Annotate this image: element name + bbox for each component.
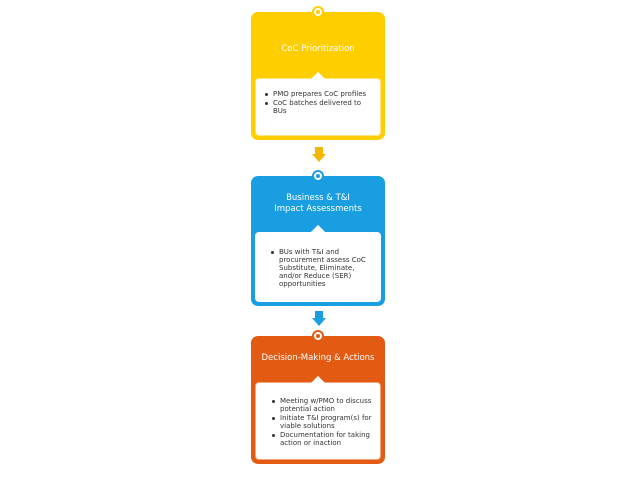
connector-dot-icon	[316, 10, 320, 14]
step-details: PMO prepares CoC profiles CoC batches de…	[255, 71, 381, 136]
connector-circle-icon	[312, 170, 324, 182]
step-title: CoC Prioritization	[281, 43, 355, 54]
bullet-list: PMO prepares CoC profiles CoC batches de…	[263, 90, 374, 115]
bullet-item: PMO prepares CoC profiles	[263, 90, 374, 98]
step-card-coc-prioritization: CoC Prioritization PMO prepares CoC prof…	[251, 6, 385, 140]
bullet-item: Meeting w/PMO to discuss potential actio…	[270, 397, 374, 413]
step-title: Decision-Making & Actions	[261, 352, 375, 363]
bullet-list: Meeting w/PMO to discuss potential actio…	[270, 397, 374, 447]
bullet-list: BUs with T&I and procurement assess CoC …	[269, 248, 375, 288]
down-arrow-icon	[312, 147, 326, 162]
step-card-decision-making: Decision-Making & Actions Meeting w/PMO …	[251, 330, 385, 464]
connector-circle-icon	[312, 330, 324, 342]
bullet-item: Initiate T&I program(s) for viable solut…	[270, 414, 374, 430]
bullet-item: CoC batches delivered to BUs	[263, 99, 374, 115]
step-card-impact-assessments: Business & T&I Impact Assessments BUs wi…	[251, 170, 385, 306]
step-details: Meeting w/PMO to discuss potential actio…	[255, 375, 381, 460]
bullet-item: BUs with T&I and procurement assess CoC …	[269, 248, 375, 288]
bullet-item: Documentation for taking action or inact…	[270, 431, 374, 447]
step-title: Business & T&I Impact Assessments	[274, 193, 362, 214]
down-arrow-icon	[312, 311, 326, 326]
connector-dot-icon	[316, 334, 320, 338]
connector-dot-icon	[316, 174, 320, 178]
connector-circle-icon	[312, 6, 324, 18]
step-details: BUs with T&I and procurement assess CoC …	[255, 224, 381, 302]
